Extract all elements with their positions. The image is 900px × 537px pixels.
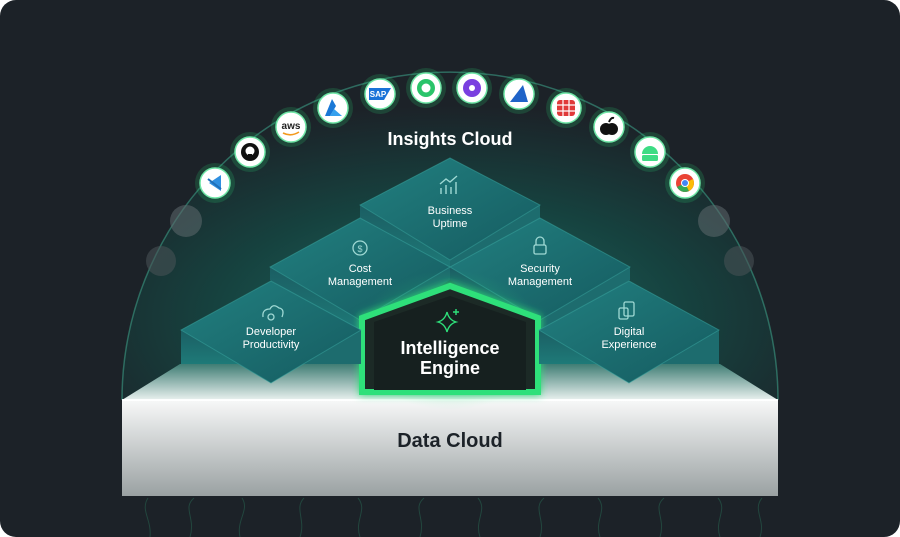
tile-label-line1: Security [520, 263, 560, 275]
engine-label-line1: Intelligence [400, 338, 499, 358]
android-icon [630, 132, 670, 172]
engine-label-line2: Engine [420, 358, 480, 378]
azure-icon [313, 88, 353, 128]
shark-app-icon [499, 74, 539, 114]
tile-developer-productivity: Developer Productivity [179, 280, 363, 384]
svg-text:$: $ [357, 244, 362, 254]
apple-icon [589, 107, 629, 147]
glass-orb [170, 205, 202, 237]
roots-decoration [144, 497, 763, 537]
insights-cloud-label: Insights Cloud [388, 129, 513, 149]
tile-label-line2: Productivity [243, 339, 300, 351]
vscode-icon [195, 163, 235, 203]
circle-app-icon [406, 68, 446, 108]
sap-icon: SAP [360, 74, 400, 114]
trend-chart-icon [439, 175, 458, 194]
intelligence-engine: Intelligence Engine [355, 270, 545, 410]
devices-icon [618, 301, 635, 320]
glass-orb [698, 205, 730, 237]
dome-outline [121, 71, 779, 401]
tile-label-line1: Developer [246, 326, 296, 338]
tile-label-line2: Management [508, 276, 572, 288]
fortinet-icon [546, 88, 586, 128]
cloud-gear-icon [262, 305, 284, 321]
tile-label-line1: Cost [349, 263, 372, 275]
github-icon [230, 132, 270, 172]
tile-digital-experience: Digital Experience [537, 280, 721, 384]
svg-text:aws: aws [282, 121, 301, 132]
lock-icon [533, 236, 547, 255]
tile-label-line1: Business [428, 205, 473, 217]
integration-icons: aws SAP [195, 68, 705, 203]
sparkle-icon [435, 309, 459, 333]
tile-label-line2: Experience [601, 339, 656, 351]
glass-orb [146, 246, 176, 276]
tile-label-line2: Management [328, 276, 392, 288]
dollar-icon: $ [352, 240, 368, 256]
tile-label-line1: Digital [614, 326, 645, 338]
aws-icon: aws [271, 107, 311, 147]
data-cloud-label: Data Cloud [397, 430, 503, 452]
svg-text:SAP: SAP [370, 90, 387, 99]
glass-orb [724, 246, 754, 276]
chrome-icon [665, 163, 705, 203]
purple-app-icon [452, 68, 492, 108]
tile-label-line2: Uptime [433, 218, 468, 230]
data-cloud-front [122, 400, 778, 496]
